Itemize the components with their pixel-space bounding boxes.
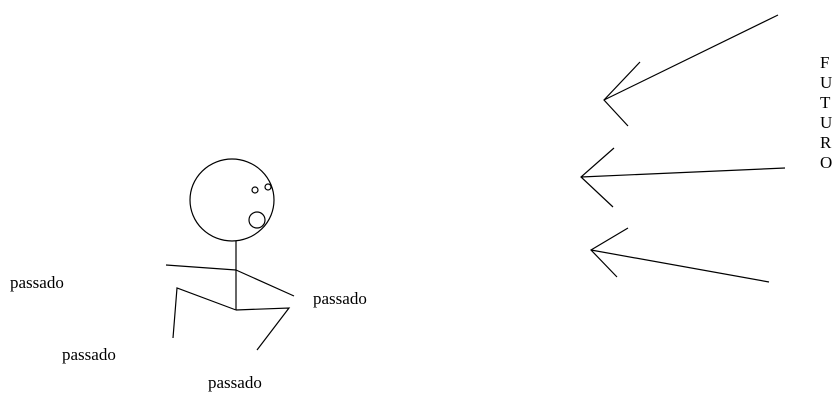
label-passado-bottom-left: passado	[62, 345, 116, 364]
label-passado-right: passado	[313, 289, 367, 308]
figure-eye-right	[264, 183, 272, 191]
vertical-word-futuro: F U T U R O	[820, 53, 832, 173]
letter: R	[820, 133, 832, 152]
letter: U	[820, 73, 833, 92]
arrow-middle-head	[580, 147, 615, 208]
figure-arm-left	[165, 264, 237, 271]
arrow-bottom-head	[590, 227, 629, 278]
figure-mouth	[248, 211, 266, 229]
arrow-top-shaft	[603, 14, 779, 101]
figure-leg-left	[172, 287, 237, 339]
label-passado-bottom: passado	[208, 373, 262, 392]
figure-leg-right	[235, 307, 291, 351]
label-passado-left: passado	[10, 273, 64, 292]
letter: F	[820, 53, 830, 72]
figure-arm-right	[235, 269, 295, 297]
figure-eye-left	[251, 186, 259, 194]
arrow-middle-shaft	[580, 167, 786, 178]
letter: T	[820, 93, 831, 112]
letter: O	[820, 153, 833, 172]
letter: U	[820, 113, 833, 132]
figure-head	[189, 158, 275, 242]
arrow-top-head	[603, 61, 641, 127]
arrow-bottom-shaft	[590, 249, 770, 283]
